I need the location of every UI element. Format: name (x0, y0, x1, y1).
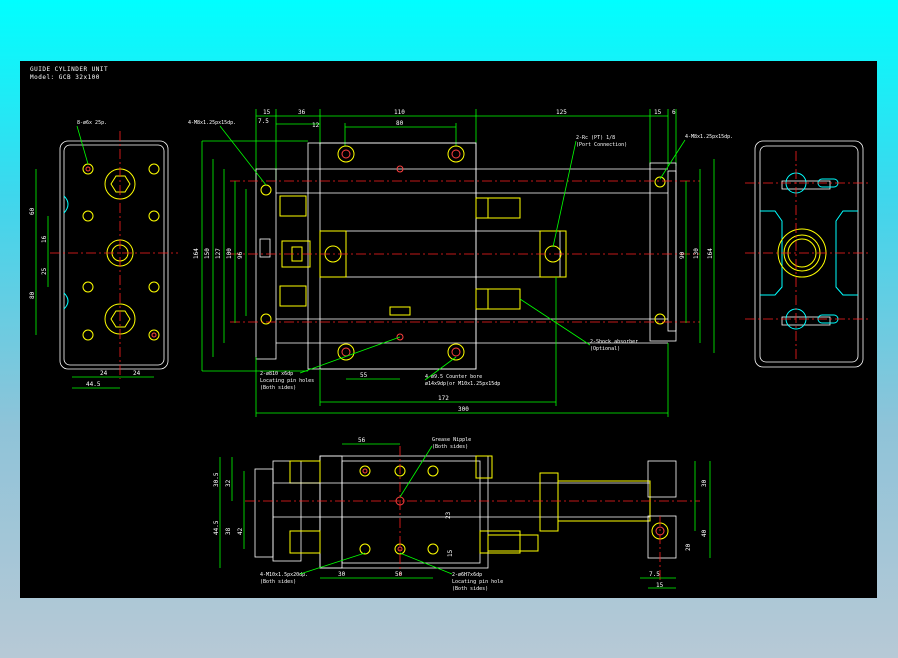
dim-front-6: 6 (672, 109, 676, 116)
dim-front-164: 164 (193, 248, 200, 259)
cad-drawing-svg: GUIDE CYLINDER UNIT Model: GCB 32x100 60… (29, 66, 870, 592)
dim-top-38: 38 (225, 527, 232, 535)
front-view: 15 36 110 125 15 6 7.5 12 80 (188, 109, 733, 417)
dim-front-100: 100 (226, 248, 233, 259)
dim-front-80: 80 (396, 120, 404, 127)
dim-front-172: 172 (438, 395, 449, 402)
label-tapped-holes: 4-M10x1.5px20dp. (260, 572, 308, 578)
label-shock-sub: (Optional) (590, 346, 620, 352)
label-pin-holes: 2-ø810 x6dp (260, 371, 293, 377)
dim-front-300: 300 (458, 406, 469, 413)
dim-top-15: 15 (447, 549, 454, 557)
label-grease-nipple: Grease Nipple (432, 437, 471, 443)
dim-top-44-5: 44.5 (213, 520, 220, 535)
label-grease-nipple-sub: (Both sides) (432, 444, 468, 450)
dim-left-44-5: 44.5 (86, 381, 101, 388)
dim-top-30: 30 (338, 571, 346, 578)
dim-top-30r: 30 (701, 479, 708, 487)
dim-front-96: 96 (237, 251, 244, 259)
dim-front-36: 36 (298, 109, 306, 116)
dim-left-60: 60 (29, 207, 36, 215)
dim-top-56: 56 (358, 437, 366, 444)
dim-front-15r: 15 (654, 109, 662, 116)
dim-front-12: 12 (312, 122, 320, 129)
dim-front-150: 150 (204, 248, 211, 259)
dim-front-7-5: 7.5 (258, 118, 269, 125)
dim-front-125: 125 (556, 109, 567, 116)
dim-front-90: 90 (679, 251, 686, 259)
label-shock-absorber: 2-Shock absorber (590, 339, 638, 345)
dim-front-110: 110 (394, 109, 405, 116)
right-end-view (745, 140, 870, 368)
dim-front-55: 55 (360, 372, 368, 379)
drawing-title: GUIDE CYLINDER UNIT (30, 66, 108, 73)
label-port-sub: (Port Connection) (576, 142, 627, 148)
dim-top-23: 23 (445, 511, 452, 519)
label-counterbore-sub: ø14x9dp(or M10x1.25px15dp (425, 381, 500, 387)
label-port: 2-Rc (PT) 1/8 (576, 135, 615, 141)
dim-left-25: 25 (41, 267, 48, 275)
dim-top-20: 20 (685, 543, 692, 551)
label-top-pin-hole: 2-ø6H7x6dp (452, 572, 482, 578)
left-end-view: 60 16 25 80 24 24 44.5 8-ø6x 25p. (29, 120, 178, 389)
dim-left-24b: 24 (133, 370, 141, 377)
dim-left-80: 80 (29, 291, 36, 299)
dim-top-7-5: 7.5 (649, 571, 660, 578)
drawing-model: Model: GCB 32x100 (30, 74, 100, 81)
dim-front-127: 127 (215, 248, 222, 259)
label-pin-holes-sub1: Locating pin holes (260, 378, 314, 384)
dim-top-42: 42 (237, 527, 244, 535)
dim-top-40: 40 (701, 529, 708, 537)
label-tapped-holes-sub: (Both sides) (260, 579, 296, 585)
dim-top-50: 50 (395, 571, 403, 578)
dim-left-24a: 24 (100, 370, 108, 377)
dim-top-32: 32 (225, 479, 232, 487)
label-front-mounting-holes: 4-M8x1.25px15dp. (188, 120, 236, 126)
label-pin-holes-sub2: (Both sides) (260, 385, 296, 391)
label-counterbore: 4-ø9.5 Counter bore (425, 374, 482, 380)
dim-left-16: 16 (41, 235, 48, 243)
dim-top-15b: 15 (656, 582, 664, 589)
label-left-holes: 8-ø6x 25p. (77, 120, 107, 126)
cad-drawing-canvas: GUIDE CYLINDER UNIT Model: GCB 32x100 60… (20, 61, 877, 598)
dim-front-15: 15 (263, 109, 271, 116)
label-top-pin-hole-sub2: (Both sides) (452, 586, 488, 592)
top-view: 56 30.5 32 44.5 38 42 23 15 30 50 30 20 … (213, 437, 711, 592)
dim-top-30-5: 30.5 (213, 472, 220, 487)
label-front-mount-right: 4-M8x1.25px15dp. (685, 134, 733, 140)
label-top-pin-hole-sub1: Locating pin hole (452, 579, 503, 585)
dim-front-164r: 164 (707, 248, 714, 259)
dim-front-130: 130 (693, 248, 700, 259)
